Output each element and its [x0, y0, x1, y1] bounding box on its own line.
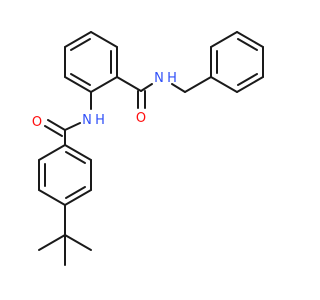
bond: [64, 76, 92, 93]
bond: [44, 125, 63, 137]
tert-butyl-group: [38, 204, 92, 266]
nitrogen-atom-label: N: [154, 71, 164, 86]
central-benzene-ring: [64, 31, 118, 93]
bond: [47, 119, 66, 131]
bond: [70, 73, 91, 86]
tert-butylphenyl-ring: [38, 144, 92, 206]
bond: [64, 189, 92, 206]
molecule-drawing: N H O N H O: [32, 31, 264, 266]
bond: [64, 144, 92, 161]
bond: [38, 189, 66, 206]
bond: [65, 186, 86, 199]
hydrogen-atom-label: H: [167, 71, 177, 86]
oxygen-atom-label: O: [136, 111, 146, 126]
bond: [237, 38, 258, 51]
bond: [116, 76, 142, 92]
bond: [210, 76, 238, 93]
structure-canvas: N H O N H O: [32, 31, 264, 266]
bond: [38, 234, 66, 251]
bond: [90, 31, 118, 48]
bond: [236, 76, 264, 93]
bond: [184, 76, 212, 93]
bond: [236, 31, 264, 48]
bond: [237, 73, 258, 86]
bond: [210, 31, 238, 48]
bond: [64, 234, 92, 251]
bond: [90, 76, 118, 93]
bond: [38, 144, 66, 161]
bond: [65, 151, 86, 164]
bond: [140, 83, 153, 92]
oxygen-atom-label: O: [32, 115, 42, 130]
bond: [70, 38, 91, 51]
bond: [64, 122, 81, 131]
bond: [64, 31, 92, 48]
bond: [171, 83, 186, 93]
nitrogen-atom-label: N: [82, 113, 92, 128]
benzyl-phenyl-ring: [210, 31, 264, 93]
hydrogen-atom-label: H: [95, 113, 105, 128]
